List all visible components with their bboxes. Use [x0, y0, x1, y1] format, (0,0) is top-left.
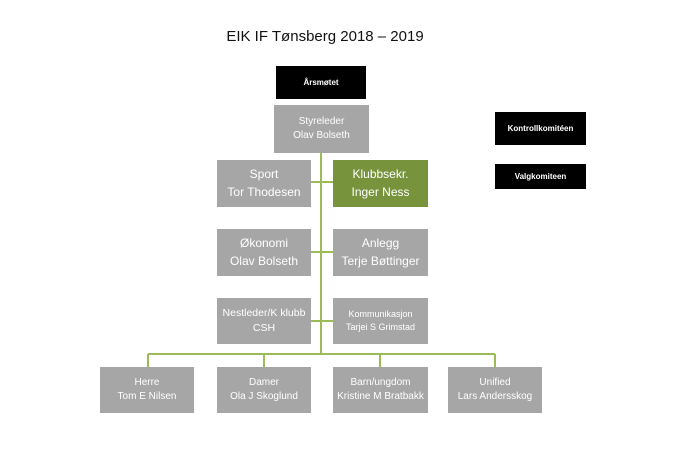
- node-label: Kontrollkomitéen: [507, 123, 574, 133]
- node-role: Styreleder: [298, 115, 345, 127]
- node-person: Terje Bøttinger: [341, 253, 420, 268]
- node-role: Klubbsekr.: [352, 167, 409, 182]
- node-role: Nestleder/K klubb: [222, 306, 306, 319]
- node-unified: Unified Lars Andersskog: [448, 367, 542, 413]
- node-okonomi: Økonomi Olav Bolseth: [217, 229, 311, 276]
- node-role: Sport: [249, 167, 279, 182]
- chart-title: EIK IF Tønsberg 2018 – 2019: [226, 28, 424, 45]
- node-damer: Damer Ola J Skoglund: [217, 367, 311, 413]
- node-sport: Sport Tor Thodesen: [217, 160, 311, 207]
- node-person: Ola J Skoglund: [230, 391, 298, 402]
- node-role: Unified: [479, 376, 511, 388]
- node-role: Damer: [248, 376, 279, 388]
- node-role: Barn/ungdom: [350, 376, 411, 388]
- node-kontrollkomiteen: Kontrollkomitéen: [495, 112, 586, 145]
- node-label: Valgkomiteen: [514, 171, 567, 181]
- node-nestleder: Nestleder/K klubb CSH: [217, 298, 311, 344]
- node-arsmotet: Årsmøtet: [276, 66, 366, 99]
- node-person: Olav Bolseth: [229, 253, 299, 268]
- node-role: Anlegg: [361, 236, 400, 251]
- node-role: Herre: [134, 376, 160, 388]
- node-person: CSH: [252, 322, 276, 334]
- node-person: Lars Andersskog: [457, 391, 533, 402]
- node-anlegg: Anlegg Terje Bøttinger: [333, 229, 428, 276]
- node-kommunikasjon: Kommunikasjon Tarjei S Grimstad: [333, 298, 428, 344]
- node-role: Økonomi: [239, 236, 289, 251]
- node-person: Kristine M Bratbakk: [337, 391, 424, 402]
- node-styreleder: Styreleder Olav Bolseth: [274, 105, 369, 153]
- node-label: Årsmøtet: [303, 77, 339, 87]
- node-person: Olav Bolseth: [293, 130, 350, 141]
- node-herre: Herre Tom E Nilsen: [100, 367, 194, 413]
- node-person: Tarjei S Grimstad: [345, 322, 416, 332]
- node-barn-ungdom: Barn/ungdom Kristine M Bratbakk: [333, 367, 428, 413]
- node-person: Tom E Nilsen: [117, 391, 177, 402]
- node-role: Kommunikasjon: [348, 308, 413, 319]
- node-klubbsekr: Klubbsekr. Inger Ness: [333, 160, 428, 207]
- node-person: Inger Ness: [351, 184, 410, 199]
- node-valgkomiteen: Valgkomiteen: [495, 164, 586, 189]
- node-person: Tor Thodesen: [227, 184, 301, 199]
